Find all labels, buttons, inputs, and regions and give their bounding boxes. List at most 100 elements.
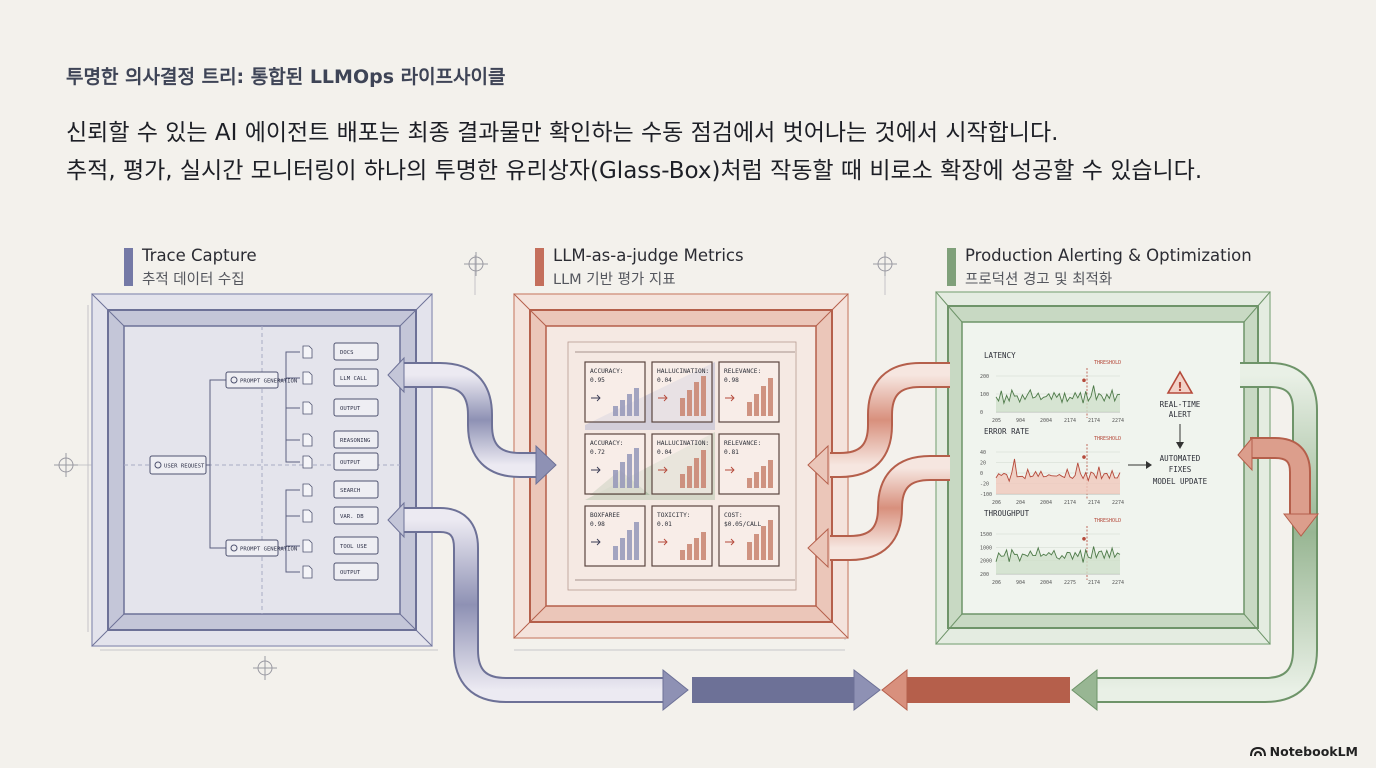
metric-value: 0.81 — [724, 449, 739, 456]
trend-arrow-icon — [591, 538, 601, 546]
metric-value: 0.95 — [590, 377, 605, 384]
section-title: Trace Capture — [142, 246, 257, 265]
prompt-generation-node-1-box — [225, 371, 279, 389]
metric-name: HALLUCINATION: — [657, 368, 709, 375]
y-tick-label: 20 — [980, 461, 986, 467]
trace-leaf-node-label: OUTPUT — [340, 406, 361, 412]
metric-value: 0.72 — [590, 449, 605, 456]
metric-value: 0.98 — [724, 377, 739, 384]
trace-leaf-node-box — [333, 342, 379, 361]
document-icon — [302, 483, 313, 497]
trace-leaf-node-label: OUTPUT — [340, 570, 361, 576]
monitor-title: ERROR RATE — [984, 427, 1030, 436]
trace-leaf-node-label: REASONING — [340, 438, 371, 444]
alert-block: ! REAL-TIME ALERT AUTOMATED FIXES MODEL … — [1128, 370, 1208, 486]
x-tick-label: 2274 — [1112, 580, 1124, 586]
trend-arrow-icon — [725, 466, 735, 474]
threshold-label: THRESHOLD — [1094, 518, 1121, 524]
series-line — [995, 546, 1121, 563]
trace-capture-panel — [91, 293, 433, 647]
trace-tree-edges — [205, 351, 300, 573]
metric-value: 0.98 — [590, 521, 605, 528]
y-tick-label: 1000 — [980, 545, 992, 551]
metric-bar — [701, 532, 706, 560]
document-icon — [302, 565, 313, 579]
x-tick-label: 2174 — [1064, 500, 1076, 506]
metric-cell: ACCURACY:0.72 — [584, 433, 646, 495]
metric-name: RELEVANCE: — [724, 368, 761, 375]
metric-name: BOXFAREE — [590, 512, 620, 519]
document-icon — [302, 345, 313, 359]
metric-bar — [768, 520, 773, 560]
trace-leaf-node-label: TOOL USE — [340, 544, 368, 550]
metric-bar — [747, 478, 752, 488]
metric-bar — [620, 538, 625, 560]
metric-bar — [694, 538, 699, 560]
metric-name: COST: — [724, 512, 743, 519]
section-subtitle: 프로덕션 경고 및 최적화 — [965, 272, 1113, 288]
metric-bar — [613, 470, 618, 488]
trend-arrow-icon — [725, 394, 735, 402]
x-tick-label: 206 — [992, 500, 1001, 506]
flow-pipes — [387, 356, 1320, 712]
alert-label-1: REAL-TIME — [1160, 400, 1201, 409]
metric-cell: HALLUCINATION: 0.04 — [651, 361, 713, 423]
metric-bar — [754, 534, 759, 560]
metric-bar — [634, 522, 639, 560]
user-request-node: USER REQUEST — [149, 455, 207, 475]
trace-leaf-node-box — [333, 452, 379, 471]
crosshair-markers — [54, 252, 897, 680]
x-tick-label: 2174 — [1088, 580, 1100, 586]
metric-cell: COST:$0.05/CALL — [718, 505, 780, 567]
x-tick-label: 2174 — [1088, 500, 1100, 506]
trace-leaf-node: OUTPUT — [333, 562, 379, 581]
trace-leaf-node-label: SEARCH — [340, 488, 360, 494]
metric-bar — [627, 530, 632, 560]
metric-cell: HALLUCINATION:0.04 — [651, 433, 713, 495]
threshold-breach-point — [1082, 455, 1086, 459]
y-tick-label: -20 — [980, 482, 989, 488]
metric-name: HALLUCINATION: — [657, 440, 709, 447]
trace-leaf-node: LLM CALL — [333, 368, 379, 387]
x-tick-label: 2004 — [1040, 500, 1052, 506]
trace-leaf-node-label: VAR. DB — [340, 514, 364, 520]
threshold-label: THRESHOLD — [1094, 360, 1121, 366]
y-tick-label: 1500 — [980, 532, 992, 538]
notebooklm-logo-icon — [1249, 746, 1266, 757]
threshold-breach-point — [1082, 378, 1086, 383]
trace-leaf-node: REASONING — [333, 430, 379, 449]
metric-bar — [680, 550, 685, 560]
metric-bar — [754, 472, 759, 488]
node-icon — [154, 461, 162, 469]
metric-grid: ACCURACY:0.95HALLUCINATION:0.04RELEVANCE… — [575, 351, 795, 581]
trace-leaf-node-box — [333, 480, 379, 499]
metric-name: TOXICITY: — [657, 512, 691, 519]
document-icon — [302, 433, 313, 447]
y-tick-label: -100 — [980, 492, 992, 498]
series-line — [995, 458, 1121, 483]
section-color-bar — [535, 248, 544, 286]
headline: 신뢰할 수 있는 AI 에이전트 배포는 최종 결과물만 확인하는 수동 점검에… — [66, 114, 1316, 190]
metric-bar — [701, 376, 706, 416]
metric-bar — [627, 394, 632, 416]
y-tick-label: 100 — [980, 392, 989, 398]
trace-leaf-node: OUTPUT — [333, 398, 379, 417]
trace-leaf-node-label: DOCS — [340, 350, 353, 356]
metric-bar — [768, 378, 773, 416]
metric-value: 0.04 — [657, 377, 672, 384]
x-tick-label: 2274 — [1112, 500, 1124, 506]
series-area — [996, 385, 1120, 412]
section-subtitle: LLM 기반 평가 지표 — [553, 272, 676, 288]
trace-leaf-node-box — [333, 368, 379, 387]
prompt-generation-node-1-label: PROMPT GENERATION — [240, 379, 297, 385]
y-tick-label: 200 — [980, 374, 989, 380]
trace-leaf-node-box — [333, 430, 379, 449]
trace-leaf-node-box — [333, 536, 379, 555]
trace-leaf-node-label: LLM CALL — [340, 376, 368, 382]
prompt-generation-node-2-box — [225, 539, 279, 557]
metric-bar — [761, 466, 766, 488]
x-tick-label: 205 — [992, 418, 1001, 424]
headline-line-2: 추적, 평가, 실시간 모니터링이 하나의 투명한 유리상자(Glass-Box… — [66, 158, 1203, 184]
